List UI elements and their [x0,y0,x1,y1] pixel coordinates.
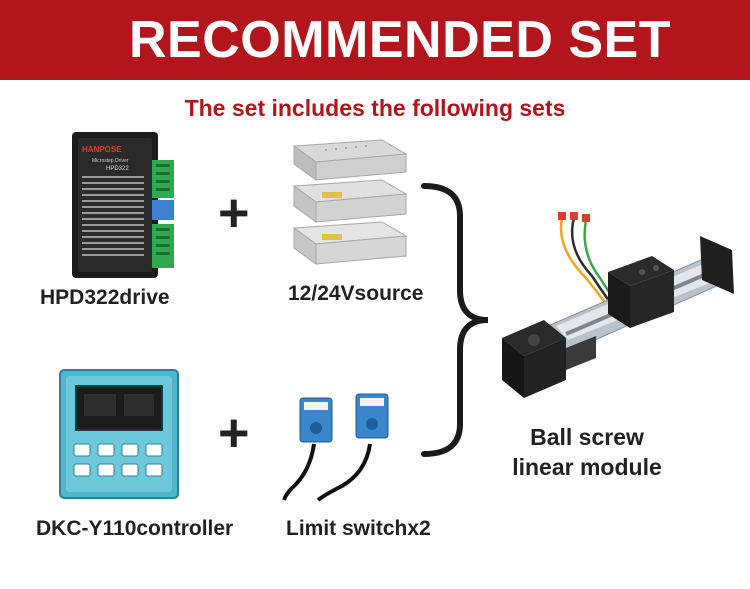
linear-module-label-line2: linear module [512,454,662,480]
linear-module-label: Ball screw linear module [492,422,682,482]
linear-module-image [502,212,734,398]
driver-image: HANPOSE Microstep Driver HPD322 [72,132,174,278]
controller-label: DKC-Y110controller [36,517,234,540]
banner: RECOMMENDED SET [0,0,750,80]
plus-sign-bottom: + [218,403,250,463]
limit-switch-image [282,393,389,502]
grouping-brace [421,183,489,457]
driver-caption: Microstep Driver [92,158,129,164]
plus-sign-top: + [218,183,250,243]
driver-label: HPD322drive [40,286,170,309]
linear-module-label-line1: Ball screw [530,424,644,450]
controller-image [59,369,179,499]
driver-brand: HANPOSE [82,145,122,154]
subtitle: The set includes the following sets [184,95,566,121]
power-supply-label: 12/24Vsource [288,282,424,305]
driver-model: HPD322 [106,166,129,172]
limit-switch-label: Limit switchx2 [286,517,431,540]
power-supply-image [292,139,408,265]
banner-title: RECOMMENDED SET [129,11,671,69]
